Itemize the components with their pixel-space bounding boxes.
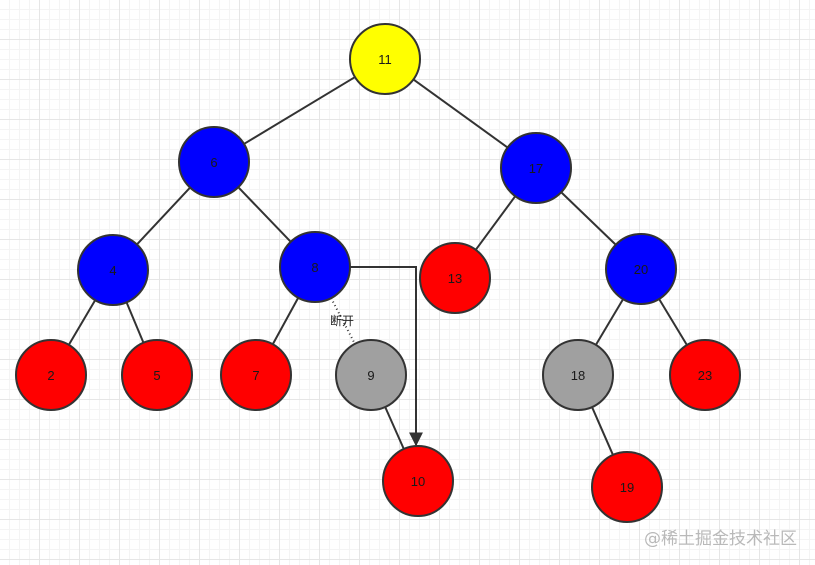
edges-layer: 断开 (67, 76, 688, 456)
edge-11-17 (412, 78, 509, 149)
tree-node-11: 11 (349, 23, 421, 95)
tree-node-9: 9 (335, 339, 407, 411)
node-label: 6 (210, 155, 217, 170)
tree-node-17: 17 (500, 132, 572, 204)
tree-node-10: 10 (382, 445, 454, 517)
edge-4-2 (67, 299, 97, 346)
edge-note-disconnect: 断开 (330, 313, 354, 328)
edge-4-5 (125, 301, 145, 344)
node-circle (77, 234, 149, 306)
node-circle (542, 339, 614, 411)
node-label: 17 (529, 161, 543, 176)
node-circle (419, 242, 491, 314)
tree-node-23: 23 (669, 339, 741, 411)
node-circle (669, 339, 741, 411)
tree-node-7: 7 (220, 339, 292, 411)
node-label: 8 (311, 260, 318, 275)
node-circle (121, 339, 193, 411)
edge-11-6 (243, 76, 356, 145)
tree-node-20: 20 (605, 233, 677, 305)
node-circle (178, 126, 250, 198)
node-label: 9 (367, 368, 374, 383)
watermark-text: @稀土掘金技术社区 (644, 529, 797, 549)
tree-node-4: 4 (77, 234, 149, 306)
node-label: 4 (109, 263, 116, 278)
node-label: 2 (47, 368, 54, 383)
edge-20-23 (658, 298, 688, 346)
node-label: 18 (571, 368, 585, 383)
edge-17-13 (474, 195, 517, 251)
node-label: 23 (698, 368, 712, 383)
edge-18-19 (591, 406, 614, 456)
node-circle (349, 23, 421, 95)
tree-node-18: 18 (542, 339, 614, 411)
edge-8-7 (271, 297, 300, 345)
node-circle (605, 233, 677, 305)
edge-9-10 (384, 406, 405, 450)
edge-6-4 (136, 186, 191, 246)
node-label: 7 (252, 368, 259, 383)
edge-6-8 (237, 186, 292, 243)
node-circle (220, 339, 292, 411)
node-label: 13 (448, 271, 462, 286)
tree-node-19: 19 (591, 451, 663, 523)
tree-node-13: 13 (419, 242, 491, 314)
edge-8-9-dotted (330, 297, 356, 345)
node-label: 20 (634, 262, 648, 277)
node-label: 5 (153, 368, 160, 383)
node-label: 10 (411, 474, 425, 489)
tree-node-2: 2 (15, 339, 87, 411)
node-circle (382, 445, 454, 517)
node-label: 11 (378, 52, 392, 67)
tree-node-5: 5 (121, 339, 193, 411)
edge-20-18 (595, 298, 624, 346)
node-circle (335, 339, 407, 411)
tree-node-8: 8 (279, 231, 351, 303)
tree-node-6: 6 (178, 126, 250, 198)
node-circle (591, 451, 663, 523)
node-circle (279, 231, 351, 303)
node-circle (500, 132, 572, 204)
node-label: 19 (620, 480, 634, 495)
edge-8-10-arrow (350, 266, 423, 447)
edge-17-20 (560, 191, 617, 246)
nodes-layer: 11 6 17 4 8 13 20 2 5 7 9 18 23 10 19 (15, 23, 741, 523)
node-circle (15, 339, 87, 411)
